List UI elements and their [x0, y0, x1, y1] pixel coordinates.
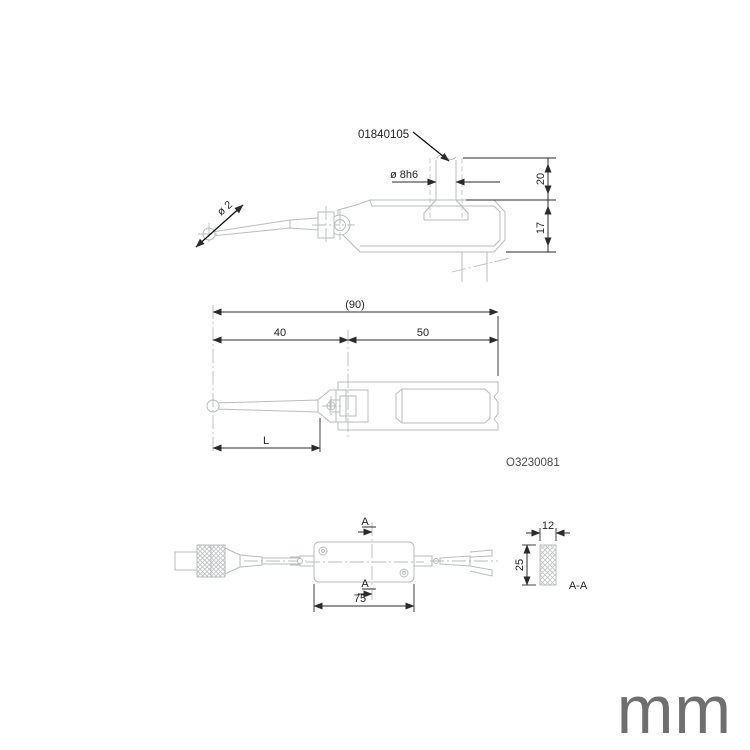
left-segment-label: 40 — [274, 327, 286, 339]
overall-length-label: (90) — [345, 299, 365, 311]
stylus-length-label: L — [263, 435, 269, 447]
cable-connector — [174, 544, 263, 578]
dim-stylus-length: L — [212, 418, 321, 452]
cable — [244, 557, 306, 565]
dim-overall-length: (90) — [212, 299, 499, 376]
sensor-body — [306, 541, 424, 583]
section-mark-bottom: A — [358, 578, 376, 598]
dim-section-width: 12 — [526, 520, 570, 541]
view-cable-assembly: A A 75 — [174, 516, 498, 612]
plan-sensor-capsule — [395, 388, 491, 424]
dim-vertical-group: 20 17 — [463, 157, 556, 253]
plan-body-outline — [337, 381, 499, 431]
drawing-reference-number: O3230081 — [506, 457, 560, 469]
plan-clamp-block — [329, 389, 369, 423]
probe-body — [337, 199, 506, 253]
section-profile — [539, 544, 557, 586]
cable-exit — [451, 252, 511, 282]
dim-right-segment: 50 — [347, 327, 499, 344]
dim-left-segment: 40 — [212, 327, 349, 344]
plan-stylus-arm — [213, 399, 319, 413]
dim-stem-diameter: ø 8h6 — [390, 169, 500, 186]
section-width-label: 12 — [542, 520, 554, 532]
tip-diameter-leader: ø 2 — [195, 199, 244, 248]
body-length-label: 75 — [354, 593, 366, 605]
dim-section-height: 25 — [514, 544, 536, 586]
part-number-label: 01840105 — [358, 129, 409, 141]
mounting-stem — [423, 154, 469, 221]
stylus-clamp-block — [312, 206, 340, 245]
stem-height-label: 20 — [535, 173, 547, 185]
stylus-arm — [211, 217, 319, 237]
view-section-aa: 12 25 A-A — [514, 520, 588, 592]
section-mark-top: A — [358, 516, 376, 536]
section-aa-label: A-A — [569, 580, 588, 592]
view-side-elevation: ø 2 ø 8h6 01840105 — [195, 129, 556, 282]
units-label: mm — [616, 672, 732, 748]
section-mark-top-label: A — [361, 516, 369, 528]
part-number-callout: 01840105 — [358, 129, 450, 162]
view-plan: (90) 40 50 L O3230081 — [206, 299, 560, 469]
output-stylus — [413, 549, 498, 577]
section-mark-bottom-label: A — [361, 578, 369, 590]
body-height-label: 17 — [535, 222, 547, 234]
section-height-label: 25 — [514, 559, 526, 571]
right-segment-label: 50 — [417, 327, 429, 339]
dim-body-length: 75 — [313, 584, 415, 612]
stem-diameter-label: ø 8h6 — [390, 169, 418, 181]
